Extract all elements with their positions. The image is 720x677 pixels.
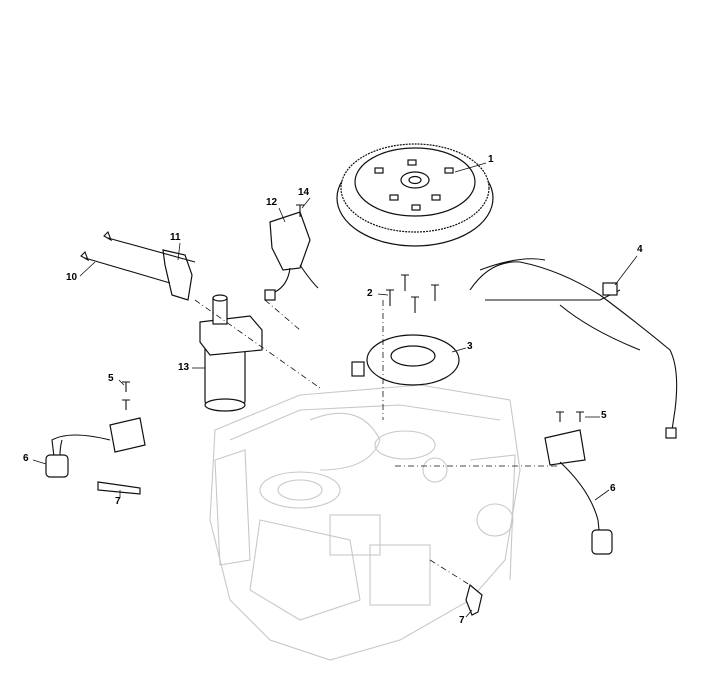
ignition-coil-left (45, 381, 146, 478)
flywheel (336, 143, 494, 247)
stator (351, 334, 460, 386)
long-bolt-upper (103, 231, 196, 263)
callout-5-left: 5 (108, 373, 114, 384)
wire-harness (469, 258, 678, 431)
spark-plug-left (97, 481, 141, 495)
alignment-line-plug (429, 559, 471, 586)
callout-2: 2 (367, 288, 373, 299)
ignition-coil-right (544, 411, 613, 555)
callout-3: 3 (467, 341, 473, 352)
callout-13: 13 (178, 362, 190, 373)
engine-block (209, 384, 521, 661)
callout-5-right: 5 (601, 410, 607, 421)
spark-plug-right (465, 583, 483, 616)
callout-11: 11 (170, 232, 181, 243)
callout-4: 4 (637, 244, 643, 255)
callout-6-right: 6 (610, 483, 616, 494)
callout-12: 12 (266, 197, 278, 208)
callout-7-right: 7 (459, 615, 465, 626)
starter-motor (199, 294, 263, 412)
long-bolt-lower (80, 251, 171, 284)
leader-lines (32, 162, 638, 618)
callout-6-left: 6 (23, 453, 29, 464)
callout-14: 14 (298, 187, 310, 198)
alignment-line-rectifier (264, 299, 301, 331)
callout-7-left: 7 (115, 496, 121, 507)
bracket (162, 249, 193, 301)
callout-10: 10 (66, 272, 78, 283)
stator-screws (386, 274, 439, 313)
harness-connector (602, 282, 618, 296)
harness-terminal (665, 427, 677, 439)
rectifier (264, 204, 319, 301)
callout-1: 1 (488, 154, 494, 165)
